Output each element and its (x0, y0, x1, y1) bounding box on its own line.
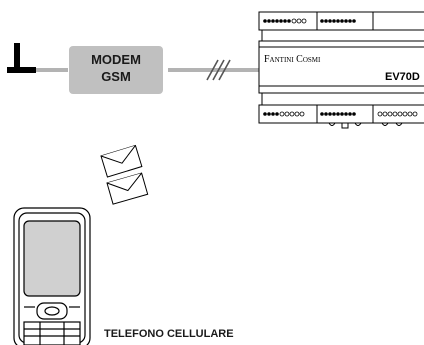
envelope-icon (100, 144, 143, 178)
antenna-icon (7, 43, 36, 73)
mobile-phone-icon (13, 207, 91, 345)
modem-label-line2: GSM (101, 69, 131, 84)
ev70d-device (258, 11, 424, 124)
wireless-signal-icon (206, 59, 231, 81)
modem-label-line1: MODEM (91, 52, 141, 67)
phone-label: TELEFONO CELLULARE (104, 328, 234, 340)
device-connectors (328, 122, 403, 129)
terminal-block-bottom (263, 111, 418, 117)
modem-gsm-box: MODEM GSM (69, 46, 163, 94)
device-brand: Fantini Cosmi (264, 54, 321, 65)
envelope-icon (106, 172, 149, 205)
terminal-block-top (263, 18, 356, 24)
device-model: EV70D (385, 71, 420, 83)
